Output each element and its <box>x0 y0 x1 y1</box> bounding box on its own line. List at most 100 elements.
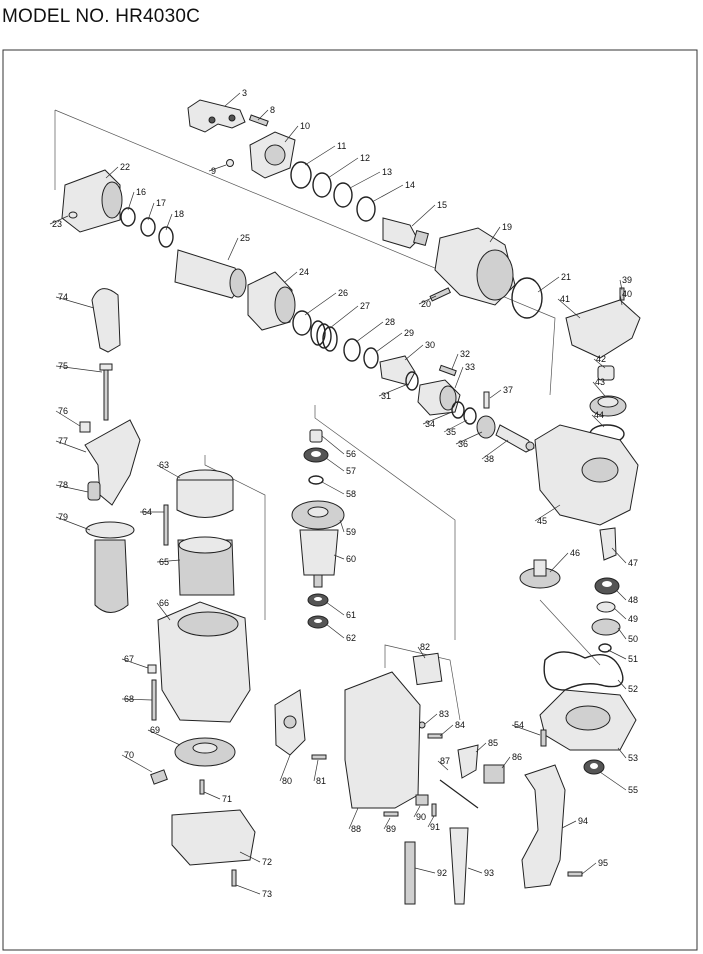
part-label-90: 90 <box>416 812 426 822</box>
part-label-58: 58 <box>346 489 356 499</box>
part-label-34: 34 <box>425 419 435 429</box>
part-29-o-ring <box>363 347 379 369</box>
leader-line-15 <box>411 204 436 227</box>
part-label-24: 24 <box>299 267 309 277</box>
part-91-screw <box>431 803 437 817</box>
part-label-43: 43 <box>595 377 605 387</box>
part-label-93: 93 <box>484 868 494 878</box>
part-label-12: 12 <box>360 153 370 163</box>
leader-line-35 <box>443 419 468 433</box>
diagram-frame <box>2 49 698 951</box>
part-37-pin <box>483 391 490 409</box>
leader-line-45 <box>534 504 561 522</box>
part-38-con-rod <box>495 424 535 453</box>
part-16-washer <box>120 207 136 227</box>
part-15-striker <box>382 217 429 249</box>
leader-line-41 <box>557 298 581 319</box>
part-70-brush-cap <box>150 769 168 785</box>
leader-line-11 <box>304 145 336 166</box>
part-label-67: 67 <box>124 654 134 664</box>
leader-line-66 <box>156 602 171 621</box>
leader-line-81 <box>313 759 319 782</box>
leader-line-90 <box>413 805 421 818</box>
part-25-cylinder <box>174 249 247 299</box>
leader-line-84 <box>439 724 454 737</box>
part-66-motor-housing <box>157 601 251 723</box>
part-46-gear <box>519 559 561 589</box>
part-label-82: 82 <box>420 642 430 652</box>
part-label-27: 27 <box>360 301 370 311</box>
leader-line-53 <box>617 747 627 759</box>
leader-line-55 <box>599 771 627 791</box>
leader-line-47 <box>611 547 627 564</box>
part-label-29: 29 <box>404 328 414 338</box>
part-label-21: 21 <box>561 272 571 282</box>
part-35-ring <box>463 407 477 425</box>
part-label-28: 28 <box>385 317 395 327</box>
leader-line-30 <box>404 344 424 361</box>
part-65-field <box>177 536 235 596</box>
part-52-gasket <box>543 651 624 691</box>
leader-line-80 <box>279 754 291 782</box>
part-label-45: 45 <box>537 516 547 526</box>
part-label-69: 69 <box>150 725 160 735</box>
part-28-ring <box>343 338 361 362</box>
part-label-91: 91 <box>430 822 440 832</box>
part-label-81: 81 <box>316 776 326 786</box>
part-76-nut <box>79 421 91 433</box>
leader-line-10 <box>284 125 299 143</box>
part-label-3: 3 <box>242 88 247 98</box>
leader-line-50 <box>617 627 627 640</box>
leader-line-19 <box>489 226 501 243</box>
leader-line-39 <box>619 279 623 291</box>
leader-line-46 <box>549 552 569 573</box>
model-title: MODEL NO. HR4030C <box>2 6 201 27</box>
leader-line-87 <box>437 760 449 771</box>
leader-line-14 <box>371 184 404 203</box>
part-label-10: 10 <box>300 121 310 131</box>
part-85-lever <box>457 744 479 779</box>
part-label-76: 76 <box>58 406 68 416</box>
part-label-83: 83 <box>439 709 449 719</box>
leader-line-28 <box>355 321 384 343</box>
leader-line-62 <box>325 623 345 639</box>
part-84-screw <box>427 733 443 739</box>
leader-line-83 <box>424 713 438 725</box>
part-label-71: 71 <box>222 794 232 804</box>
part-label-55: 55 <box>628 785 638 795</box>
part-label-50: 50 <box>628 634 638 644</box>
leader-line-18 <box>165 213 173 231</box>
part-53-gear-housing-cover <box>539 689 637 751</box>
part-label-42: 42 <box>596 354 606 364</box>
part-71-screw <box>199 779 205 795</box>
part-label-92: 92 <box>437 868 447 878</box>
part-label-39: 39 <box>622 275 632 285</box>
leader-line-8 <box>257 109 269 121</box>
leader-line-44 <box>591 414 605 428</box>
part-label-84: 84 <box>455 720 465 730</box>
part-label-33: 33 <box>465 362 475 372</box>
part-22-sleeve <box>61 169 123 233</box>
part-42-cap <box>597 365 615 381</box>
leader-line-94 <box>561 820 577 829</box>
part-11-ring <box>290 161 312 189</box>
part-label-77: 77 <box>58 436 68 446</box>
part-label-53: 53 <box>628 753 638 763</box>
leader-line-63 <box>156 464 181 479</box>
part-19-housing <box>434 227 516 306</box>
leader-line-49 <box>613 607 627 620</box>
part-75-bolt <box>99 363 113 421</box>
leader-line-68 <box>121 698 153 701</box>
part-88-handle-housing <box>344 671 421 809</box>
part-90-plug <box>415 794 429 806</box>
part-label-26: 26 <box>338 288 348 298</box>
leader-line-65 <box>156 559 181 563</box>
part-20-screw <box>429 287 451 302</box>
part-label-14: 14 <box>405 180 415 190</box>
part-label-44: 44 <box>594 410 604 420</box>
part-36-gear <box>476 415 496 439</box>
leader-line-86 <box>501 756 511 769</box>
part-label-74: 74 <box>58 292 68 302</box>
leader-line-51 <box>607 649 627 660</box>
part-68-screw <box>151 679 157 721</box>
